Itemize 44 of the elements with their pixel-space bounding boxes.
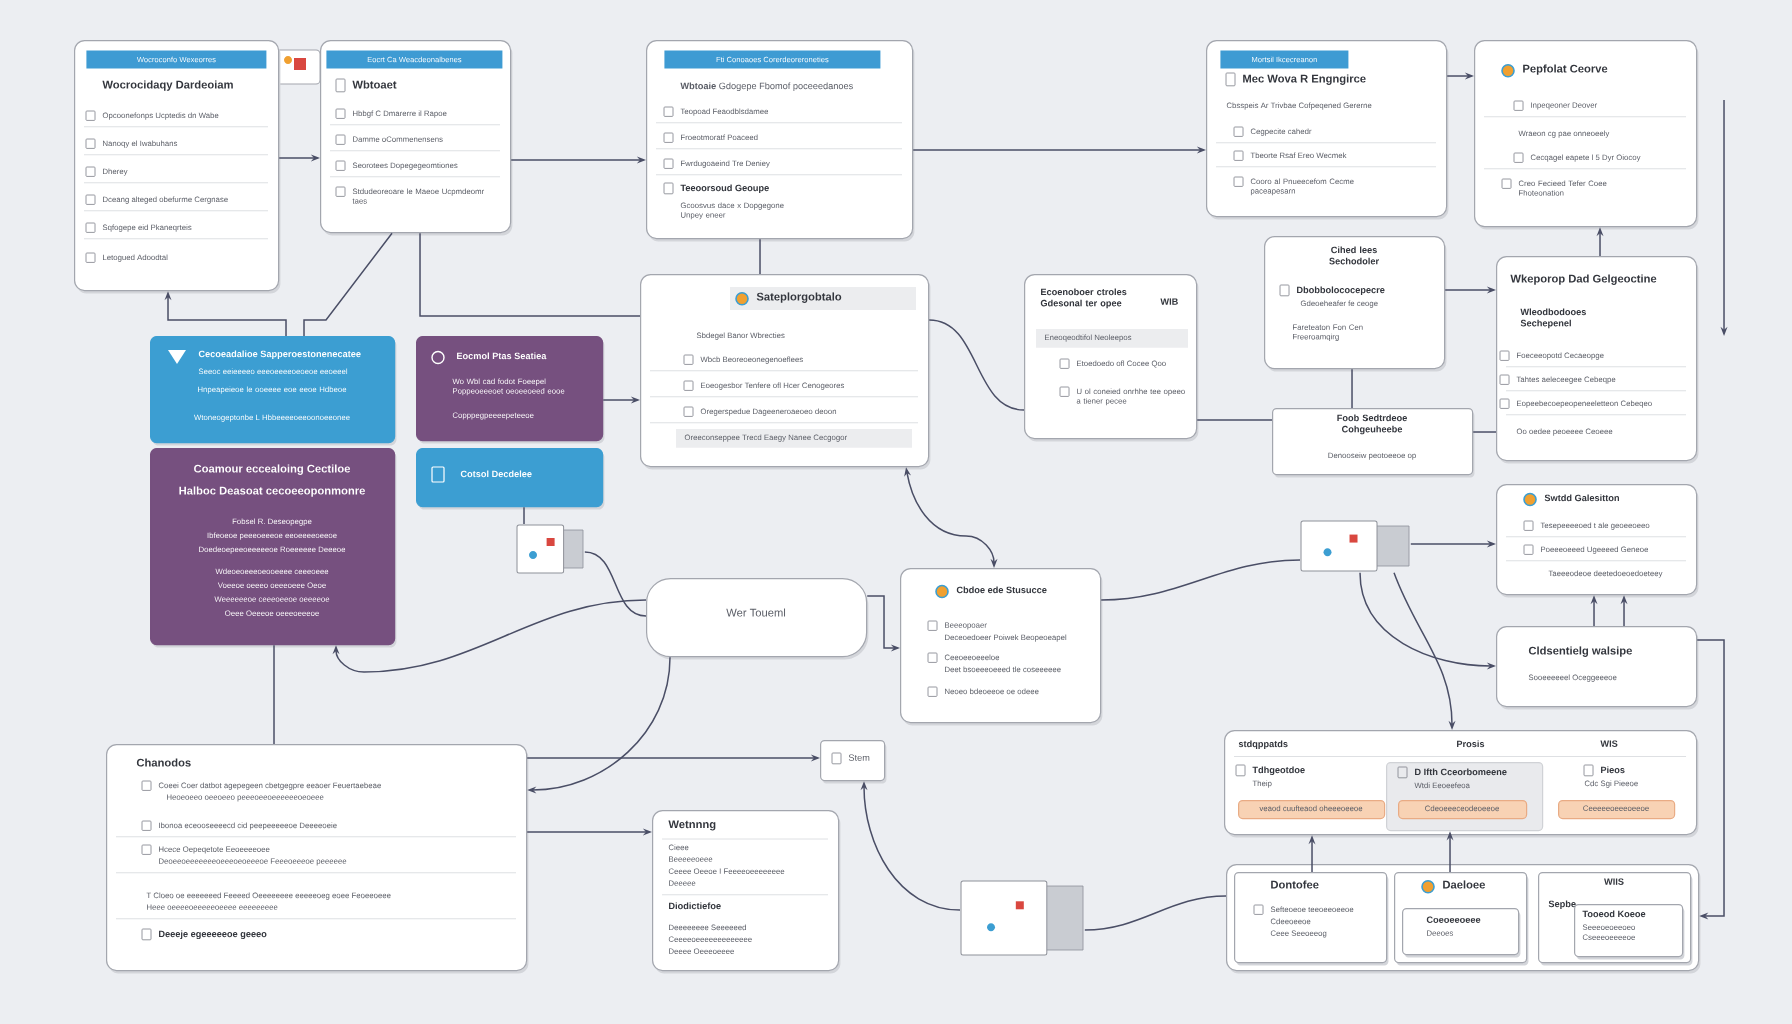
- connector-line: [1196, 419, 1273, 421]
- card: [1496, 256, 1699, 464]
- highlight-bar: [1238, 800, 1386, 820]
- card: [1574, 904, 1685, 960]
- info-card: [150, 448, 397, 648]
- rounded-box: [646, 578, 869, 660]
- connector-line: [419, 232, 641, 317]
- arrow: [332, 599, 647, 673]
- info-card: [416, 336, 605, 444]
- card: [74, 40, 281, 294]
- connector-line: [1100, 559, 1301, 601]
- card: [640, 274, 931, 470]
- card: [1206, 40, 1449, 220]
- connector-line: [1472, 431, 1497, 433]
- highlight-bar: [1558, 800, 1676, 820]
- card: [1474, 40, 1699, 230]
- highlight-bar: [1398, 800, 1528, 820]
- connector-line: [1351, 368, 1353, 409]
- device-picture: [516, 524, 584, 574]
- card: [106, 744, 529, 974]
- card: [1264, 236, 1447, 372]
- card: [1496, 626, 1699, 710]
- connector-line: [1084, 895, 1227, 931]
- card: [1496, 484, 1699, 598]
- card: [820, 740, 887, 784]
- connector-line: [928, 319, 1025, 411]
- card: [646, 40, 915, 242]
- device-picture: [1300, 520, 1410, 572]
- arrow: [1696, 639, 1725, 920]
- connector-line: [303, 232, 393, 337]
- card: [1272, 408, 1475, 478]
- card: [900, 568, 1103, 726]
- info-card: [416, 448, 605, 510]
- connector-line: [759, 238, 761, 275]
- connector-line: [584, 551, 647, 617]
- connector-line: [273, 644, 275, 745]
- card: [320, 40, 513, 236]
- info-card: [150, 336, 397, 446]
- connector-line: [523, 506, 525, 525]
- device-picture: [960, 880, 1084, 956]
- card: [1402, 908, 1521, 958]
- card: [1234, 872, 1389, 966]
- card: [1024, 274, 1199, 442]
- card: [652, 810, 841, 974]
